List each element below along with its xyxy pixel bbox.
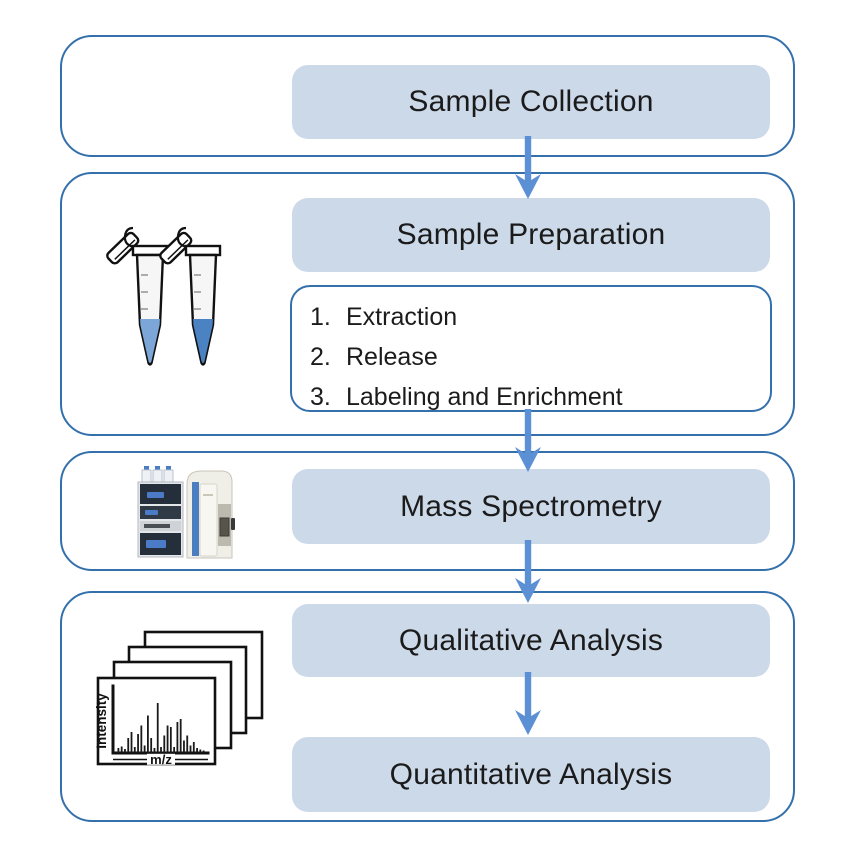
tube-left xyxy=(106,226,169,366)
quantitative-analysis-label: Quantitative Analysis xyxy=(389,757,673,791)
substep-text: Release xyxy=(346,342,438,371)
tube-right xyxy=(159,226,222,366)
substep-number: 2. xyxy=(310,342,331,371)
spectrum-bars xyxy=(117,703,205,753)
substep-text: Labeling and Enrichment xyxy=(346,382,623,411)
substep-item: 3. Labeling and Enrichment xyxy=(310,377,770,417)
substep-text: Extraction xyxy=(346,302,458,331)
spectrum-xlabel: m/z xyxy=(150,752,172,767)
solvent-bottles xyxy=(141,466,174,484)
spectrum-plot: Intensity m/z xyxy=(96,684,210,767)
sample-collection-label: Sample Collection xyxy=(408,85,654,118)
stage-sample-collection: Sample Collection xyxy=(60,35,795,157)
sample-collection-node: Sample Collection xyxy=(292,65,770,139)
mass-spectrometry-node: Mass Spectrometry xyxy=(292,469,770,544)
sample-preparation-label: Sample Preparation xyxy=(396,218,666,251)
stage-mass-spectrometry: Mass Spectrometry xyxy=(60,451,795,571)
arrow-ms-to-qualitative xyxy=(515,540,541,603)
quantitative-analysis-node: Quantitative Analysis xyxy=(292,737,770,812)
mass-spectrometry-label: Mass Spectrometry xyxy=(400,489,662,523)
mass-spectrometer-icon xyxy=(137,466,235,559)
qualitative-analysis-label: Qualitative Analysis xyxy=(398,623,664,657)
substep-item: 1. Extraction xyxy=(310,297,770,337)
arrow-preparation-to-ms xyxy=(515,409,541,472)
substep-number: 3. xyxy=(310,382,331,411)
sample-preparation-node: Sample Preparation xyxy=(292,198,770,272)
hplc-stack xyxy=(137,481,184,558)
spectrum-ylabel: Intensity xyxy=(96,693,109,749)
microcentrifuge-tubes-icon xyxy=(106,226,222,366)
arrow-collection-to-preparation xyxy=(515,136,541,199)
substep-item: 2. Release xyxy=(310,337,770,377)
stage-sample-preparation: Sample Preparation 1. Extraction 2. Rele… xyxy=(60,172,795,436)
mass-spectra-stack-icon: Intensity m/z xyxy=(96,630,264,767)
ms-unit xyxy=(186,470,235,559)
substep-number: 1. xyxy=(310,302,331,331)
preparation-substeps-box: 1. Extraction 2. Release 3. Labeling and… xyxy=(290,285,772,412)
qualitative-analysis-node: Qualitative Analysis xyxy=(292,604,770,677)
stage-analysis: Intensity m/z Qualitative Analysis Quant… xyxy=(60,591,795,822)
arrow-qualitative-to-quantitative xyxy=(515,672,541,735)
